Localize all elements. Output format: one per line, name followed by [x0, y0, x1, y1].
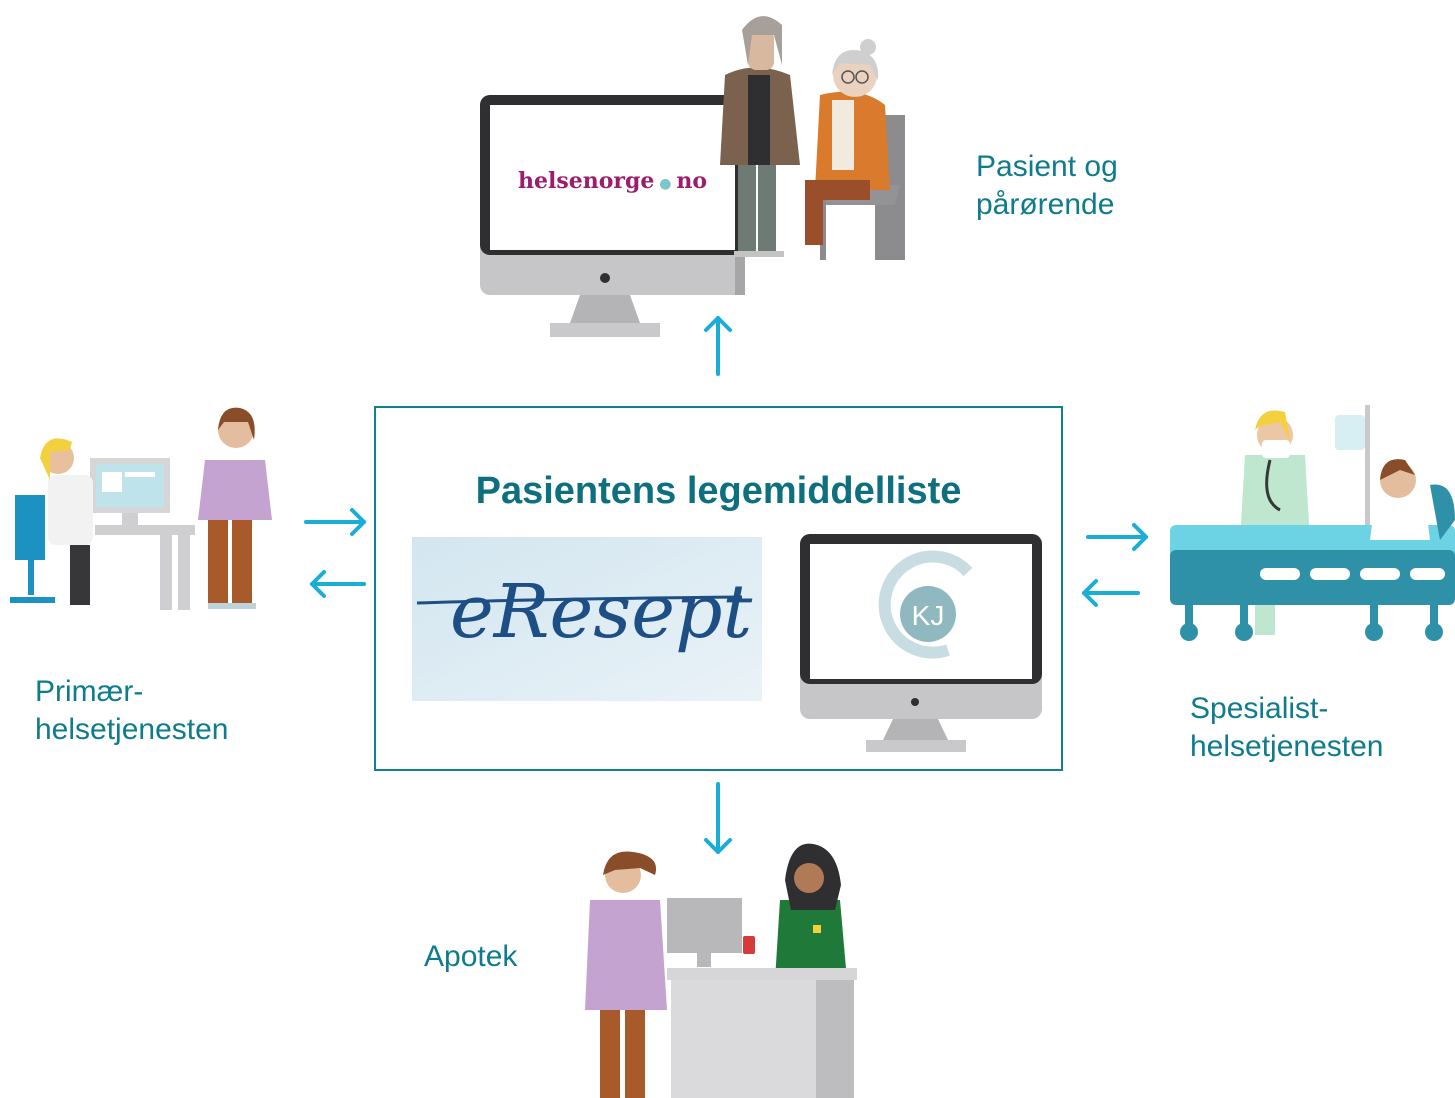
- specialist-care-illustration: [1170, 405, 1455, 641]
- label-patient: Pasient og pårørende: [976, 148, 1118, 224]
- helsenorge-monitor: [480, 95, 745, 337]
- patient-illustration: [480, 16, 905, 337]
- label-primary: Primær- helsetjenesten: [35, 673, 228, 749]
- pharmacy-illustration: [585, 843, 857, 1098]
- label-patient-line2: pårørende: [976, 188, 1115, 221]
- helsenorge-logo-suffix: no: [676, 168, 707, 194]
- arrow-down-to-pharmacy: [704, 782, 732, 854]
- eresept-logo: eResept: [412, 537, 762, 701]
- kj-monitor: KJ: [800, 534, 1042, 752]
- arrow-center-to-specialist: [1086, 523, 1148, 551]
- label-patient-line1: Pasient og: [976, 150, 1118, 183]
- helsenorge-logo-name: helsenorge: [517, 168, 655, 194]
- arrow-specialist-to-center: [1082, 579, 1140, 607]
- seated-woman: [805, 39, 905, 260]
- center-title: Pasientens legemiddelliste: [475, 470, 962, 512]
- primary-care-illustration: [10, 407, 272, 610]
- label-primary-line2: helsetjenesten: [35, 713, 229, 746]
- kj-logo-text: KJ: [912, 600, 945, 631]
- label-pharmacy: Apotek: [424, 938, 517, 976]
- label-specialist: Spesialist- helsetjenesten: [1190, 690, 1383, 766]
- label-pharmacy-text: Apotek: [424, 940, 518, 973]
- helsenorge-logo: helsenorge ● no: [517, 168, 707, 194]
- arrow-primary-to-center: [304, 508, 366, 536]
- label-specialist-line2: helsetjenesten: [1190, 730, 1384, 763]
- label-primary-line1: Primær-: [35, 675, 144, 708]
- eresept-logo-text: eResept: [450, 569, 752, 655]
- medication-list-box: Pasientens legemiddelliste: [374, 406, 1063, 771]
- label-specialist-line1: Spesialist-: [1190, 692, 1329, 725]
- standing-man: [720, 16, 800, 257]
- arrow-center-to-primary: [310, 570, 366, 598]
- arrow-up-to-patient: [704, 316, 732, 376]
